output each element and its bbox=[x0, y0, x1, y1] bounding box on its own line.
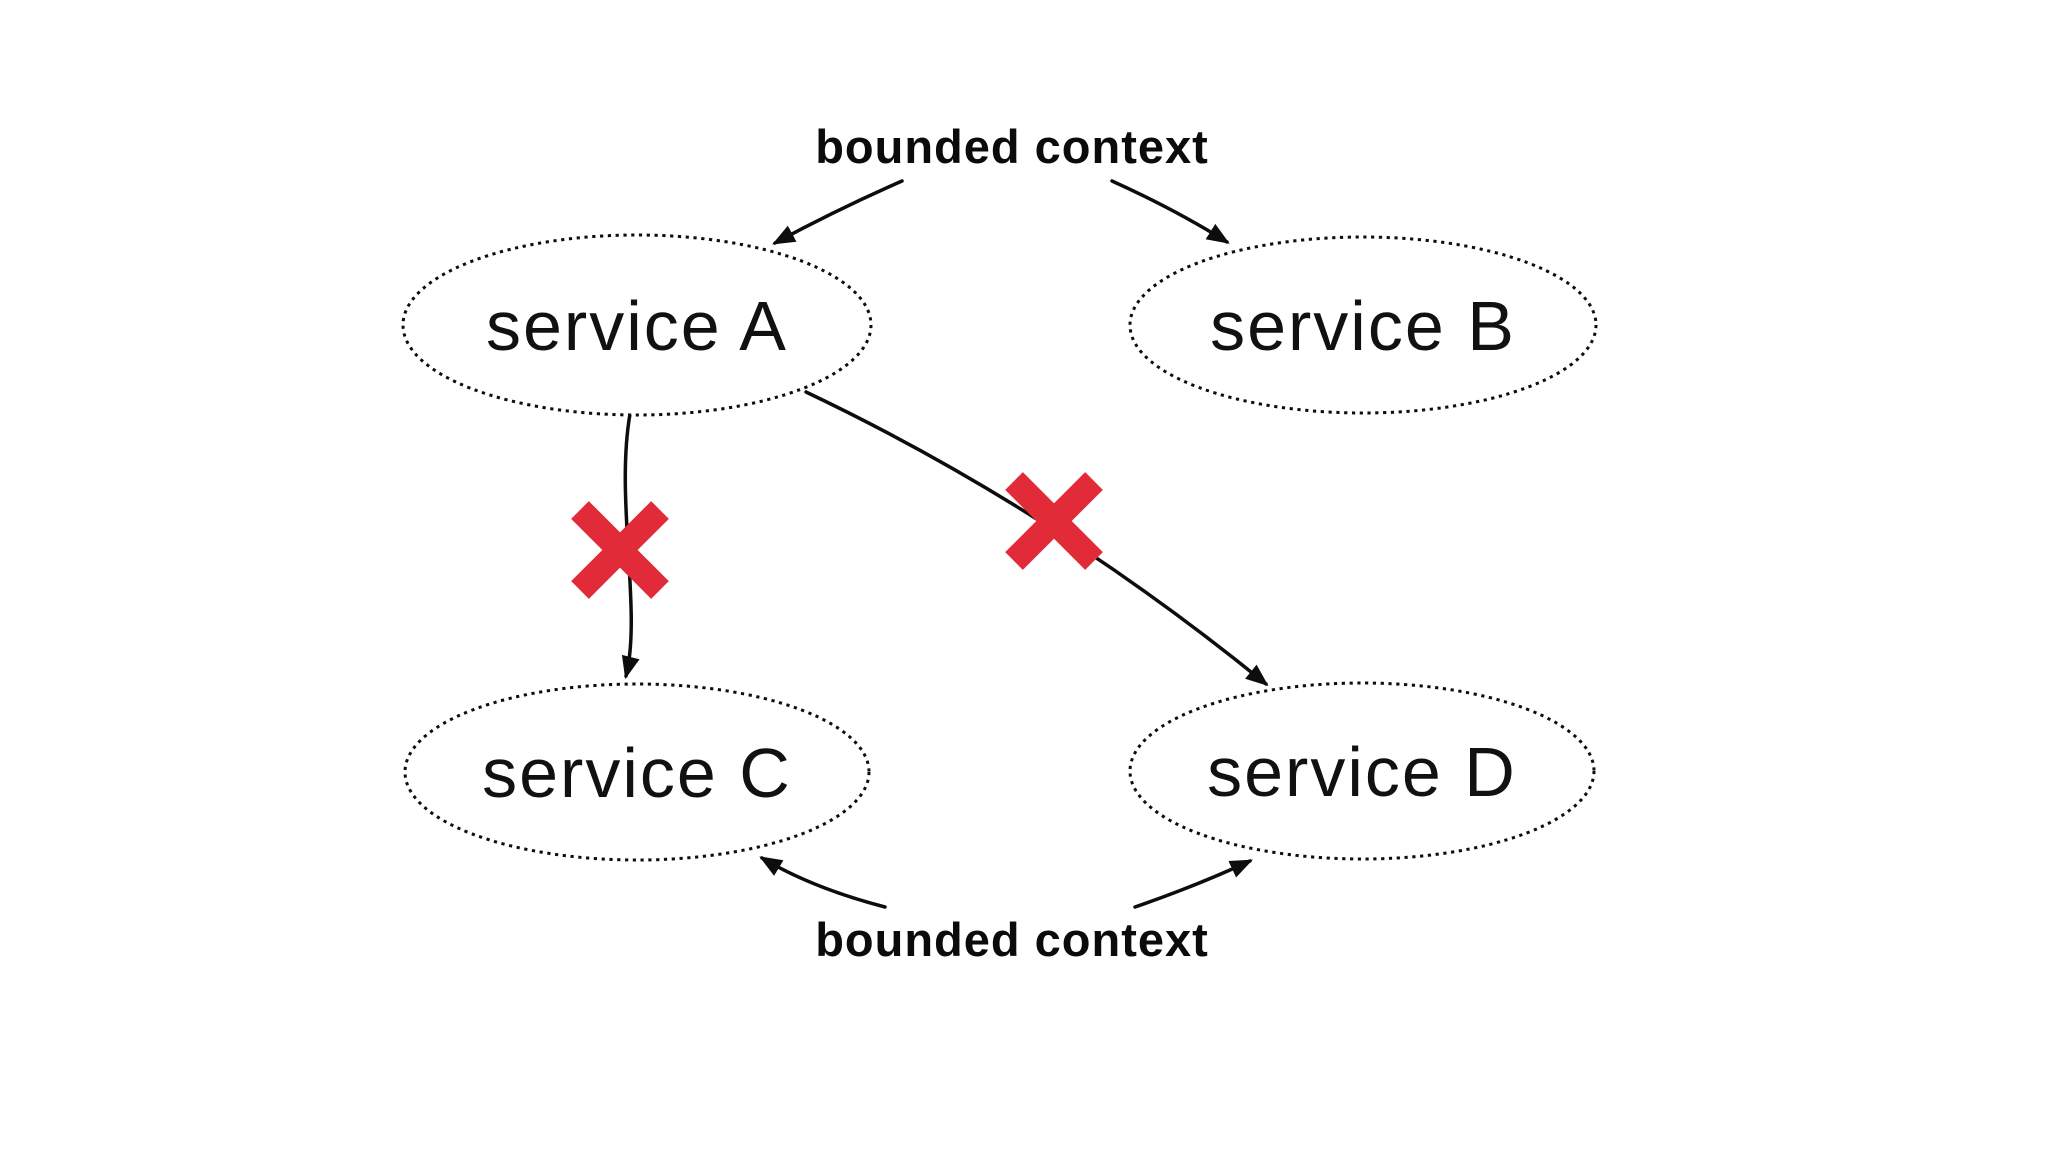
service-c-ellipse bbox=[403, 682, 871, 862]
blocked-cross-icon bbox=[1005, 472, 1103, 570]
blocked-cross-icon bbox=[571, 501, 669, 599]
arrow-bottom-annotation-to-service-c bbox=[759, 856, 887, 909]
service-b-label: service B bbox=[1210, 287, 1516, 365]
node-service-d: service D bbox=[1128, 681, 1596, 861]
arrow-top-annotation-to-service-b bbox=[1110, 179, 1230, 244]
top-bounded-context-label: bounded context bbox=[815, 120, 1209, 173]
service-a-ellipse bbox=[401, 233, 873, 417]
service-d-ellipse bbox=[1128, 681, 1596, 861]
bottom-bounded-context-label: bounded context bbox=[815, 913, 1209, 966]
node-service-c: service C bbox=[403, 682, 871, 862]
node-service-a: service A bbox=[401, 233, 873, 417]
arrow-bottom-annotation-to-service-d bbox=[1133, 859, 1253, 909]
service-b-ellipse bbox=[1128, 235, 1598, 415]
node-service-b: service B bbox=[1128, 235, 1598, 415]
arrow-top-annotation-to-service-a bbox=[772, 179, 904, 245]
service-c-label: service C bbox=[482, 734, 792, 812]
service-a-label: service A bbox=[486, 287, 788, 365]
service-d-label: service D bbox=[1207, 733, 1517, 811]
